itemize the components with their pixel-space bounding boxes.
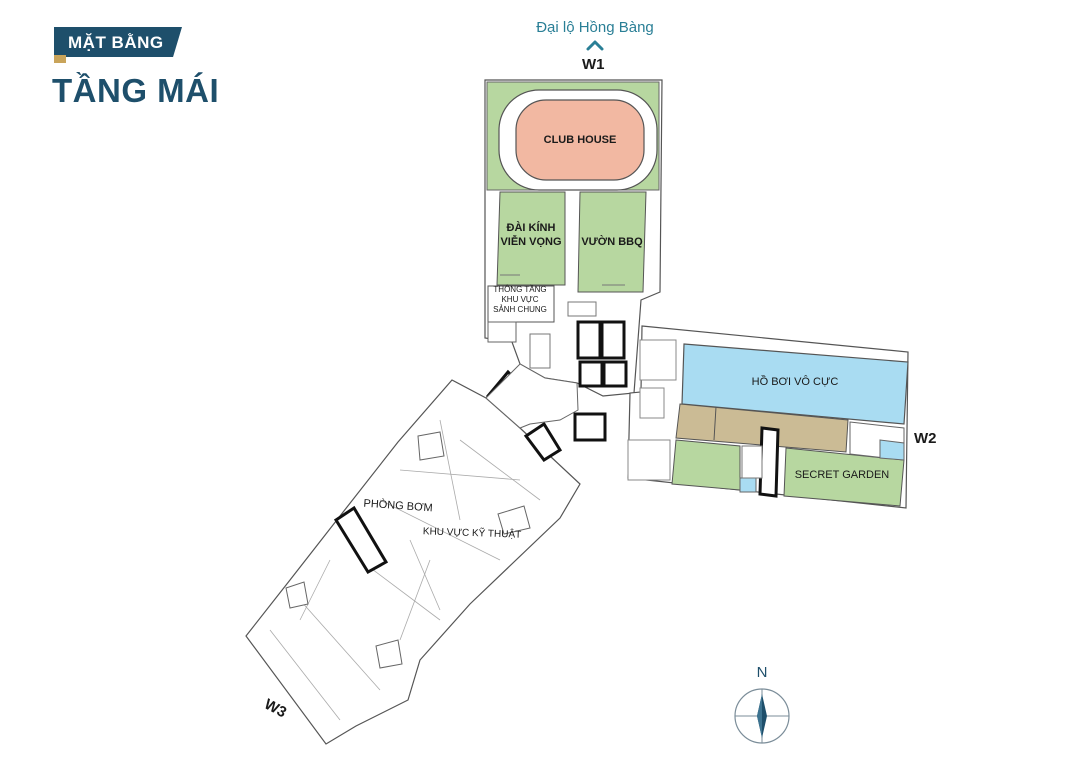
atrium-label: THÔNG TẦNG KHU VỰC SẢNH CHUNG — [493, 285, 547, 314]
road-label: Đại lộ Hồng Bàng — [536, 19, 654, 36]
bbq-label: VƯỜN BBQ — [581, 236, 643, 248]
pool-label: HỒ BƠI VÔ CỰC — [751, 376, 839, 388]
w1-core — [576, 320, 628, 388]
wing-w1-label: W1 — [582, 56, 605, 73]
atrium-area — [487, 285, 555, 323]
bbq-garden — [577, 191, 647, 293]
w2-garden-left — [671, 439, 741, 491]
compass-icon — [734, 688, 790, 744]
north-label: N — [756, 664, 768, 681]
connector-lobby — [485, 363, 579, 429]
pool-area — [681, 343, 909, 425]
telescope-label: ĐÀI KÍNH VIỄN VỌNG — [500, 222, 562, 248]
chevron-up-icon — [586, 40, 604, 51]
header-banner — [54, 27, 182, 57]
plan-title: TẦNG MÁI — [52, 72, 220, 109]
club-house-area — [515, 99, 645, 181]
plan-subtitle: MẶT BẰNG — [68, 33, 164, 52]
banner-accent — [54, 55, 66, 63]
wing-w2-label: W2 — [914, 430, 937, 447]
secret-garden-label: SECRET GARDEN — [794, 469, 890, 481]
telescope-garden — [496, 191, 566, 286]
club-house-label: CLUB HOUSE — [543, 134, 617, 146]
